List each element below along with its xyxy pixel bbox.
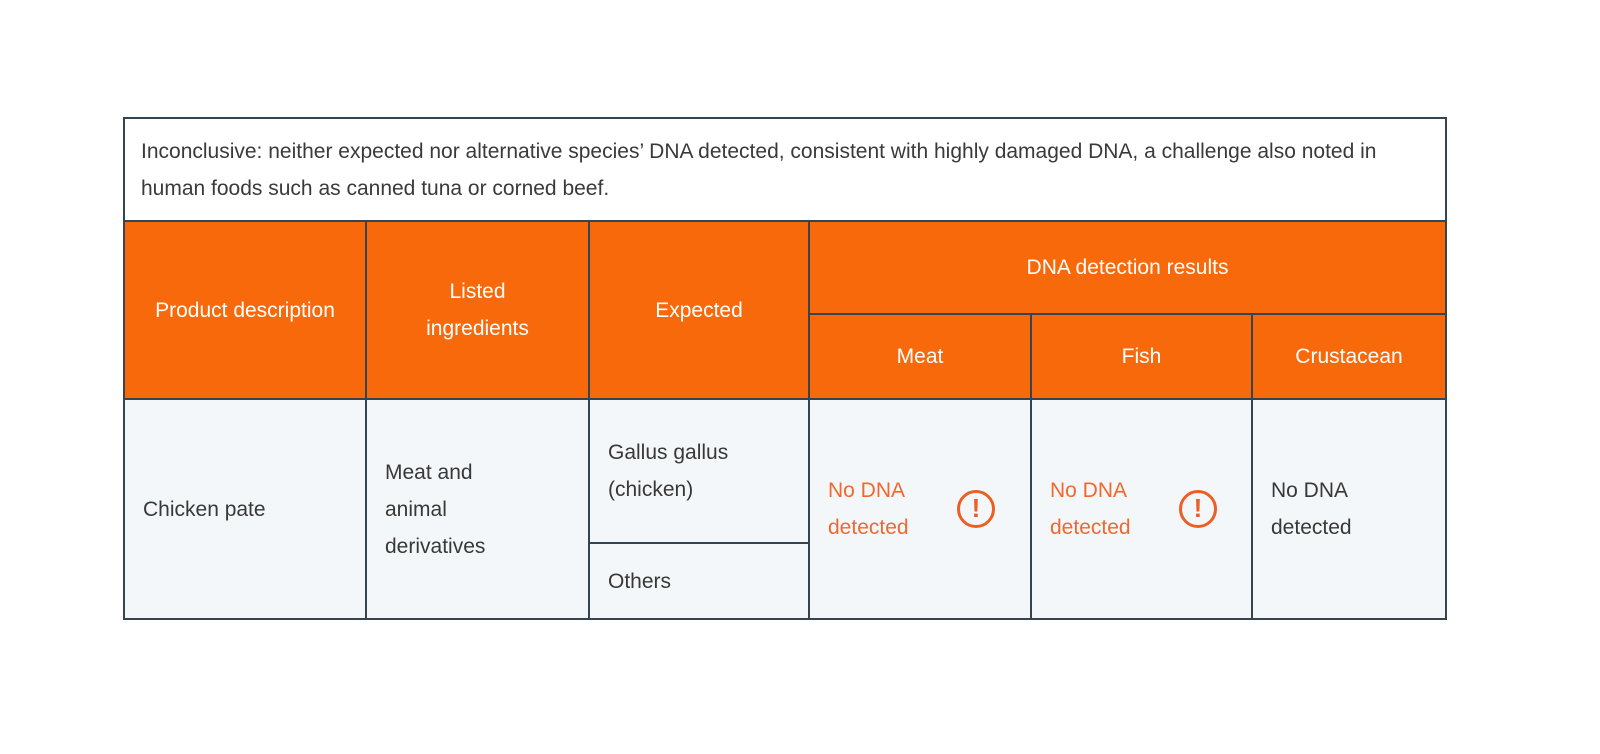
cell-crustacean-result: No DNA detected [1253,400,1445,618]
cell-product-description: Chicken pate [125,400,365,618]
dna-results-table: Inconclusive: neither expected nor alter… [123,117,1447,620]
cell-value: No DNA detected [1271,479,1352,539]
cell-fish-result: No DNA detected ! [1032,400,1251,618]
cell-value: No DNA detected [828,479,909,539]
header-fish: Fish [1032,315,1251,398]
alert-circle-icon: ! [957,490,995,528]
table-grid: Product description Listed ingredients E… [125,222,1445,618]
header-label: Meat [896,345,944,368]
cell-value: Chicken pate [143,497,266,521]
cell-value: No DNA detected [1050,479,1131,539]
cell-meat-result: No DNA detected ! [810,400,1030,618]
header-label: DNA detection results [1026,256,1229,279]
header-label: Fish [1121,345,1162,368]
header-label: Crustacean [1295,345,1403,368]
cell-expected-others: Others [590,544,808,618]
cell-expected-species: Gallus gallus (chicken) [590,400,808,542]
header-dna-detection-results-group: DNA detection results [810,222,1445,313]
header-crustacean: Crustacean [1253,315,1445,398]
cell-value: Gallus gallus (chicken) [608,441,729,501]
header-label: Listed ingredients [426,280,529,340]
header-product-description: Product description [125,222,365,398]
header-label: Product description [155,298,335,322]
cell-value: Others [608,569,672,593]
header-meat: Meat [810,315,1030,398]
header-listed-ingredients: Listed ingredients [367,222,588,398]
inconclusive-note: Inconclusive: neither expected nor alter… [125,119,1445,220]
header-expected: Expected [590,222,808,398]
alert-circle-icon: ! [1179,490,1217,528]
cell-listed-ingredients: Meat and animal derivatives [367,400,588,618]
cell-value: Meat and animal derivatives [385,460,486,558]
header-label: Expected [655,298,743,322]
